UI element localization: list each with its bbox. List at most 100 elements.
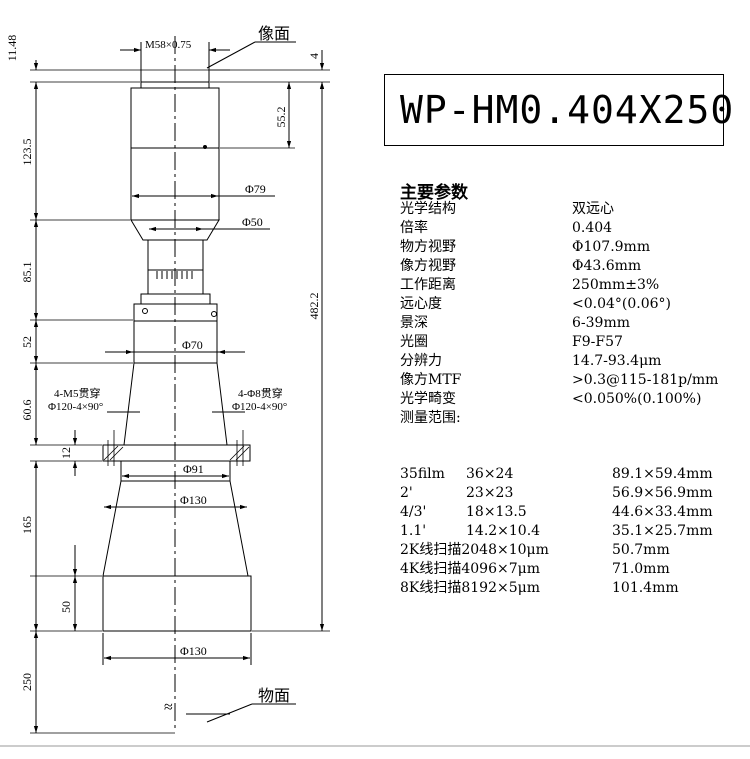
spec-key: 光学结构: [400, 201, 456, 217]
spec-key: 远心度: [400, 296, 442, 312]
spec-row: 远心度 <0.04°(0.06°): [400, 295, 740, 314]
dim-85-1: 85.1: [20, 262, 34, 283]
spec-key: 光圈: [400, 334, 428, 350]
sensor-row: 2' 23×23 56.9×56.9mm: [400, 484, 740, 503]
thread-label: M58×0.75: [145, 39, 192, 51]
sensor-size: 36×24: [466, 466, 514, 482]
diameter-70: Φ70: [182, 338, 203, 352]
hole-left-2: Φ120-4×90°: [48, 401, 103, 413]
scan-row: 8K线扫描8192×5μm 101.4mm: [400, 579, 740, 598]
sensor-row: 35film 36×24 89.1×59.4mm: [400, 465, 740, 484]
break-symbol: ≈: [164, 699, 173, 716]
spec-row: 像方视野 Φ43.6mm: [400, 257, 740, 276]
dim-250: 250: [20, 673, 34, 691]
spec-key: 工作距离: [400, 277, 456, 293]
sensor-field: 35.1×25.7mm: [612, 523, 713, 539]
left-dimension-lines: [33, 60, 78, 733]
dim-52: 52: [20, 336, 34, 348]
dim-12: 12: [59, 447, 73, 459]
sensor-name: 2': [400, 485, 413, 501]
scan-label: 2K线扫描2048×10μm: [400, 542, 549, 558]
spec-value: 0.404: [572, 220, 613, 236]
spec-row: 像方MTF >0.3@115-181p/mm: [400, 371, 740, 390]
spec-key: 分辨力: [400, 353, 442, 369]
dim-482-2: 482.2: [307, 293, 321, 320]
sensor-size: 18×13.5: [466, 504, 527, 520]
dim-4: 4: [307, 53, 321, 59]
spec-value: <0.050%(0.100%): [572, 391, 702, 407]
spec-key: 景深: [400, 315, 428, 331]
diameter-50: Φ50: [242, 215, 263, 229]
diameter-130-lower: Φ130: [180, 644, 207, 658]
hole-left-1: 4-M5贯穿: [54, 386, 100, 400]
spec-key: 像方MTF: [400, 372, 462, 388]
model-box: [384, 74, 724, 146]
scan-label: 4K线扫描4096×7μm: [400, 561, 541, 577]
sensor-size: 14.2×10.4: [466, 523, 541, 539]
sensor-field: 56.9×56.9mm: [612, 485, 713, 501]
spec-row: 光学结构 双远心: [400, 200, 740, 219]
sensor-size: 23×23: [466, 485, 514, 501]
dim-50: 50: [59, 601, 73, 613]
dim-55-2: 55.2: [274, 107, 288, 128]
scan-field: 101.4mm: [612, 580, 679, 596]
spec-key: 像方视野: [400, 258, 456, 274]
scan-row: 2K线扫描2048×10μm 50.7mm: [400, 541, 740, 560]
spec-row: 光学畸变 <0.050%(0.100%): [400, 390, 740, 409]
spec-row: 倍率 0.404: [400, 219, 740, 238]
dim-11-48: 11.48: [5, 35, 19, 62]
sensor-row: 4/3' 18×13.5 44.6×33.4mm: [400, 503, 740, 522]
specs-title: 主要参数: [400, 183, 468, 203]
spec-row: 测量范围:: [400, 409, 740, 428]
hole-right-1: 4-Φ8贯穿: [238, 386, 283, 400]
thread-dimension: [120, 42, 230, 82]
focus-ring-marks: [142, 145, 217, 317]
spec-value: 双远心: [572, 201, 614, 217]
spec-value: <0.04°(0.06°): [572, 296, 671, 312]
spec-row: 分辨力 14.7-93.4μm: [400, 352, 740, 371]
left-extension-lines: [30, 69, 230, 734]
spec-key: 测量范围:: [400, 410, 461, 426]
lens-body: [102, 81, 252, 632]
image-plane-label: 像面: [258, 25, 290, 43]
sensor-field: 89.1×59.4mm: [612, 466, 713, 482]
right-extension-lines: [210, 69, 330, 632]
spec-value: Φ43.6mm: [572, 258, 642, 274]
spec-value: F9-F57: [572, 334, 623, 350]
leaders: [186, 41, 296, 723]
right-dimension-lines: [286, 50, 325, 631]
dim-123-5: 123.5: [20, 139, 34, 166]
spec-value: 250mm±3%: [572, 277, 660, 293]
hole-right-2: Φ120-4×90°: [232, 401, 287, 413]
diameter-dimension-lines: [102, 193, 275, 665]
scan-field: 50.7mm: [612, 542, 670, 558]
sensor-name: 1.1': [400, 523, 427, 539]
scan-label: 8K线扫描8192×5μm: [400, 580, 541, 596]
spec-key: 光学畸变: [400, 391, 456, 407]
sensor-list: 35film 36×24 89.1×59.4mm 2' 23×23 56.9×56.9m…: [400, 465, 740, 598]
spec-row: 工作距离 250mm±3%: [400, 276, 740, 295]
drawing-labels: 像面 物面 M58×0.75 Φ79 Φ50 Φ70 Φ91 Φ130 Φ130…: [5, 25, 321, 716]
spec-key: 倍率: [400, 220, 428, 236]
dim-60-6: 60.6: [20, 400, 34, 421]
flange-hatch: [103, 430, 250, 466]
spec-value: 14.7-93.4μm: [572, 353, 662, 369]
model-title: WP-HM0.404X250: [400, 88, 735, 132]
scan-field: 71.0mm: [612, 561, 670, 577]
sensor-row: 1.1' 14.2×10.4 35.1×25.7mm: [400, 522, 740, 541]
spec-value: Φ107.9mm: [572, 239, 651, 255]
diameter-79: Φ79: [245, 182, 266, 196]
spec-row: 物方视野 Φ107.9mm: [400, 238, 740, 257]
sensor-field: 44.6×33.4mm: [612, 504, 713, 520]
object-plane-label: 物面: [258, 687, 290, 705]
dim-165: 165: [20, 516, 34, 534]
spec-value: >0.3@115-181p/mm: [572, 372, 719, 388]
spec-key: 物方视野: [400, 239, 456, 255]
sensor-name: 4/3': [400, 504, 427, 520]
spec-list: 光学结构 双远心 倍率 0.404 物方视野 Φ107.9mm 像方视野 Φ43.6mm…: [400, 200, 740, 428]
diameter-130-upper: Φ130: [180, 493, 207, 507]
sensor-name: 35film: [400, 466, 445, 482]
diameter-91: Φ91: [183, 462, 204, 476]
